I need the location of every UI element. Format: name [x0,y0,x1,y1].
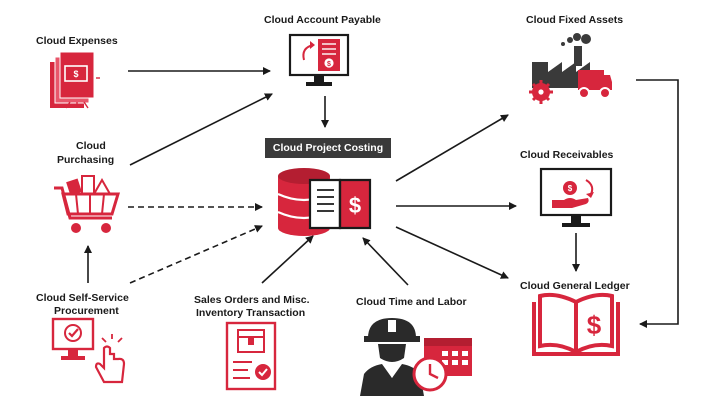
touch-computer-icon [51,317,126,384]
arrow-costing-to-ledger [395,226,509,279]
arrow-costing-to-fixedassets [395,114,509,182]
expenses-icon: $ [50,51,100,109]
svg-text:$: $ [568,184,573,193]
monitor-receivables-icon: $ [539,167,613,227]
svg-text:$: $ [349,193,361,218]
factory-truck-icon [529,33,612,104]
project-costing-hub: Cloud Project Costing [265,138,391,158]
monitor-invoice-icon: $ [288,33,350,86]
label-cloud-expenses: Cloud Expenses [36,35,118,47]
shopping-cart-icon [54,175,121,233]
arrow-fixedassets-to-ledger [636,79,679,328]
label-self-service-line2: Procurement [54,305,119,317]
label-cloud-purchasing-line2: Purchasing [57,154,115,166]
database-book-icon: $ [277,168,372,236]
worker-calendar-icon [360,318,472,396]
order-form-icon [225,321,277,391]
svg-text:$: $ [73,69,78,79]
arrow-sales-to-costing [261,235,314,284]
label-cloud-purchasing-line1: Cloud [76,140,106,152]
svg-text:$: $ [587,310,602,340]
ledger-book-icon: $ [532,292,620,356]
label-cloud-receivables: Cloud Receivables [520,149,614,161]
label-cloud-time-and-labor: Cloud Time and Labor [356,296,467,308]
arrow-timelabor-to-costing [362,237,409,286]
svg-text:$: $ [327,61,331,68]
label-cloud-account-payable: Cloud Account Payable [264,14,381,26]
label-cloud-general-ledger: Cloud General Ledger [520,280,630,292]
label-sales-orders-line2: Inventory Transaction [196,307,306,319]
label-sales-orders-line1: Sales Orders and Misc. [194,294,310,306]
arrow-selfservice-to-costing [129,225,263,284]
arrow-purchasing-to-payable [129,93,273,166]
label-self-service-line1: Cloud Self-Service [36,292,129,304]
label-cloud-fixed-assets: Cloud Fixed Assets [526,14,624,26]
